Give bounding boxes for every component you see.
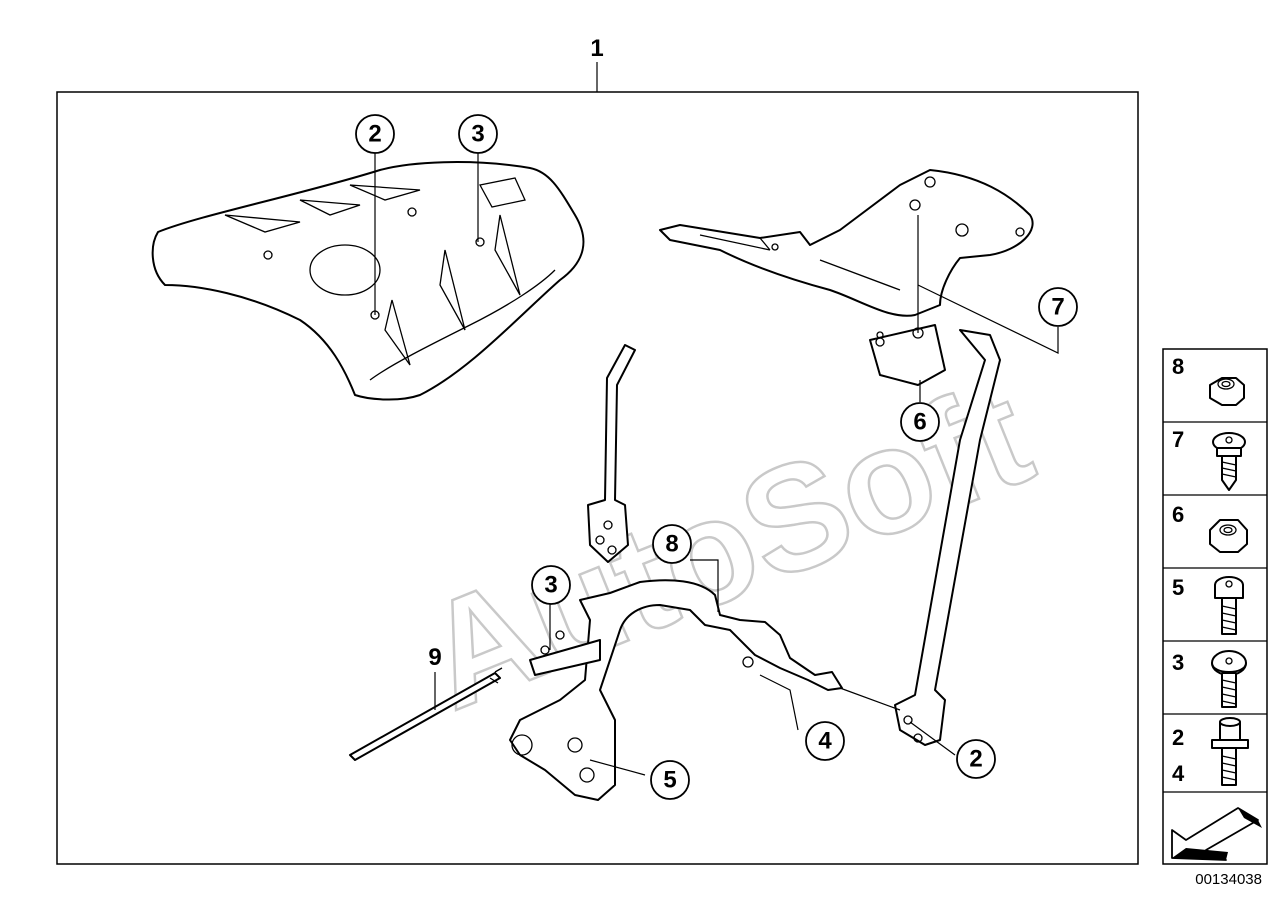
svg-text:2: 2 (1172, 725, 1184, 750)
self-locking-nut-icon (1209, 377, 1245, 406)
side-bracket-part (509, 579, 843, 801)
callout-top-plate-3: 3 (458, 114, 498, 154)
svg-text:8: 8 (1172, 354, 1184, 379)
main-label: 1 (590, 35, 603, 62)
hex-nut-icon (1209, 519, 1248, 553)
svg-text:4: 4 (1172, 761, 1185, 786)
collar-screw-icon (1211, 717, 1249, 786)
svg-text:8: 8 (665, 531, 678, 558)
torx-screw-icon (1214, 576, 1244, 635)
callout-rack-foot-2: 2 (956, 739, 996, 779)
leader-lines (374, 152, 1059, 776)
direction-arrow-icon (1171, 807, 1262, 861)
svg-text:6: 6 (1172, 502, 1184, 527)
legend-row-7: 7 (1172, 427, 1246, 491)
diagram-code: 00134038 (1195, 871, 1262, 888)
flange-screw-icon (1212, 432, 1246, 491)
legend-row-5: 5 (1172, 575, 1244, 635)
svg-text:2: 2 (368, 121, 381, 148)
svg-text:6: 6 (913, 409, 926, 436)
button-head-screw-icon (1211, 650, 1247, 708)
legend-panel (1162, 348, 1268, 865)
svg-text:3: 3 (544, 572, 557, 599)
svg-text:7: 7 (1051, 294, 1064, 321)
callout-bracket-3: 3 (531, 565, 571, 605)
callout-bracket-5: 5 (650, 760, 690, 800)
svg-text:3: 3 (1172, 650, 1184, 675)
svg-text:5: 5 (1172, 575, 1184, 600)
svg-text:5: 5 (663, 767, 676, 794)
callout-rack-6: 6 (900, 402, 940, 442)
legend-row-8: 8 (1172, 354, 1245, 406)
cable-tie-part (349, 667, 503, 761)
svg-text:2: 2 (969, 746, 982, 773)
callout-bracket-8: 8 (652, 524, 692, 564)
svg-text:4: 4 (818, 728, 832, 755)
top-plate-part (151, 161, 585, 401)
svg-text:7: 7 (1172, 427, 1184, 452)
legend-row-2-4: 2 4 (1172, 717, 1249, 786)
callout-top-plate-2: 2 (355, 114, 395, 154)
callout-rack-7: 7 (1038, 287, 1078, 327)
legend-row-6: 6 (1172, 502, 1248, 553)
cable-tie-label: 9 (428, 644, 441, 671)
callout-bracket-4: 4 (805, 721, 845, 761)
svg-text:3: 3 (471, 121, 484, 148)
legend-row-3: 3 (1172, 650, 1247, 708)
rack-frame-part (587, 169, 1034, 746)
